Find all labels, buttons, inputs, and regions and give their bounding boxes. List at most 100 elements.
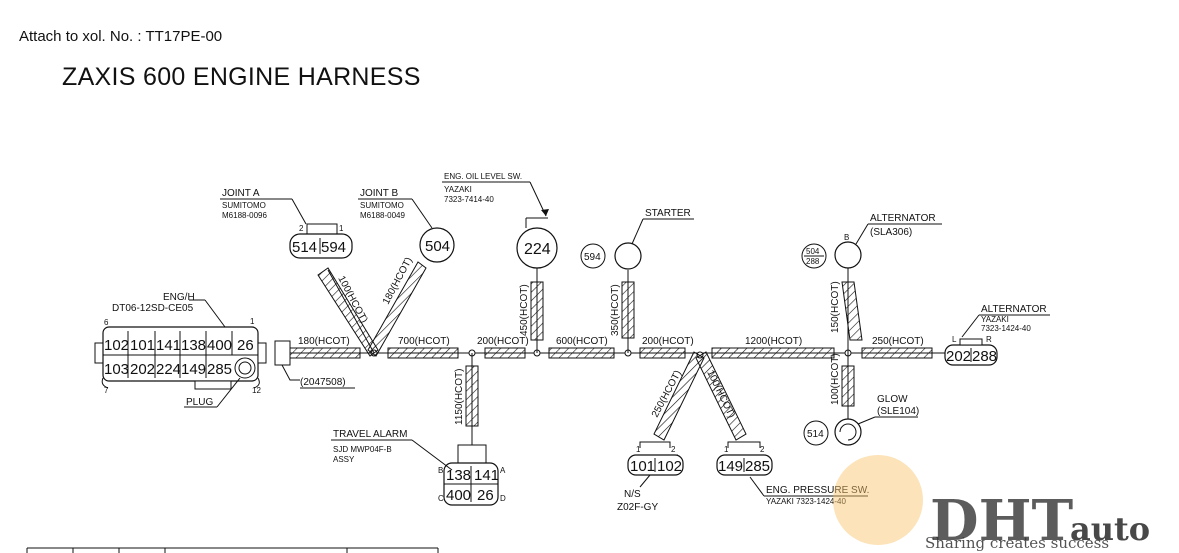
oil-level-part: 7323-7414-40 — [444, 195, 494, 204]
ns-pin2-mark: 2 — [671, 445, 676, 454]
main-pin-400: 400 — [207, 337, 232, 354]
glow-terminal — [834, 418, 862, 446]
bundle-350 — [621, 281, 635, 339]
alternator-lr-l-mark: L — [952, 335, 957, 344]
seg-label-700: 700(HCOT) — [398, 336, 450, 347]
bundle-450 — [530, 281, 544, 341]
grommet — [274, 340, 291, 366]
alternator-lr-part: 7323-1424-40 — [981, 324, 1031, 333]
ns-pin-101: 101 — [630, 458, 655, 475]
junction-dots — [370, 349, 852, 359]
main-pin-224: 224 — [156, 361, 181, 378]
joint-a-pin-594: 594 — [321, 239, 346, 256]
alternator-lr-r-mark: R — [986, 335, 992, 344]
joint-a-label: JOINT A — [222, 188, 260, 199]
ns-pin-102: 102 — [657, 458, 682, 475]
travel-alarm-pin-138: 138 — [446, 467, 471, 484]
oil-level-maker: YAZAKI — [444, 185, 472, 194]
alternator-b-sub: (SLA306) — [870, 227, 912, 238]
bundle-100-glow — [841, 365, 855, 407]
alternator-lr-pin-288: 288 — [972, 348, 997, 365]
eng-pressure-part: YAZAKI 7323-1424-40 — [766, 497, 846, 506]
alternator-lr-connector — [944, 338, 998, 366]
plug-label: PLUG — [186, 397, 213, 408]
seg-label-100-glow: 100(HCOT) — [830, 353, 841, 405]
seg-label-200a: 200(HCOT) — [477, 336, 529, 347]
bundle-250 — [861, 347, 933, 359]
watermark-logo: DHT auto Sharing creates success — [833, 455, 1150, 553]
eng-pressure-pin2-mark: 2 — [760, 445, 765, 454]
main-pin-149: 149 — [181, 361, 206, 378]
joint-b-pin-504: 504 — [425, 238, 450, 255]
seg-label-250: 250(HCOT) — [872, 336, 924, 347]
main-pin-12-mark: 12 — [252, 386, 261, 395]
main-pin-202: 202 — [130, 361, 155, 378]
watermark-auto: auto — [1070, 510, 1150, 548]
joint-a-pin1-mark: 1 — [339, 224, 344, 233]
eng-pressure-label: ENG. PRESSURE SW. — [766, 485, 869, 496]
main-pin-141: 141 — [156, 337, 181, 354]
ns-pin1-mark: 1 — [636, 445, 641, 454]
oil-level-label: ENG. OIL LEVEL SW. — [444, 172, 522, 181]
travel-alarm-d-mark: D — [500, 494, 506, 503]
starter-pin-594: 594 — [584, 252, 601, 263]
main-connector — [94, 326, 267, 390]
joint-a-part: M6188-0096 — [222, 211, 267, 220]
bundle-100-ep — [695, 351, 747, 441]
alternator-b-pin-504: 504 — [806, 247, 820, 256]
main-pin-101: 101 — [130, 337, 155, 354]
watermark-tagline: Sharing creates success — [925, 534, 1109, 552]
oil-level-pin-224: 224 — [524, 241, 551, 258]
ns-label: N/S — [624, 489, 641, 500]
watermark-dht: DHT — [930, 488, 1073, 553]
main-connector-label: ENG/H — [163, 292, 195, 303]
alternator-lr-maker: YAZAKI — [981, 315, 1009, 324]
glow-wire-tag — [803, 420, 829, 446]
seg-label-350: 350(HCOT) — [610, 284, 621, 336]
joint-b-label: JOINT B — [360, 188, 398, 199]
bundle-1150 — [465, 365, 479, 427]
travel-alarm-pin-400: 400 — [446, 487, 471, 504]
main-pin-26: 26 — [237, 337, 254, 354]
title-block-fragment — [26, 547, 439, 553]
joint-b-part: M6188-0049 — [360, 211, 405, 220]
travel-alarm-assy: ASSY — [333, 455, 355, 464]
alternator-b-terminal — [834, 241, 862, 269]
grommet-part: (2047508) — [300, 377, 346, 388]
travel-alarm-a-mark: A — [500, 466, 506, 475]
attach-reference: Attach to xol. No. : TT17PE-00 — [19, 28, 223, 45]
glow-label: GLOW — [877, 394, 908, 405]
bundle-joint-b — [367, 261, 427, 357]
ns-part: Z02F-GY — [617, 502, 658, 513]
main-pin-285: 285 — [207, 361, 232, 378]
seg-label-180: 180(HCOT) — [298, 336, 350, 347]
bundle-200b — [639, 347, 686, 359]
bundle-150 — [841, 281, 863, 341]
alternator-lr-label: ALTERNATOR — [981, 304, 1047, 315]
alternator-b-terminal-mark: B — [844, 233, 849, 242]
bundle-600 — [548, 347, 615, 359]
seg-label-450: 450(HCOT) — [519, 284, 530, 336]
main-pin-7-mark: 7 — [104, 386, 109, 395]
travel-alarm-b-mark: B — [438, 466, 443, 475]
seg-label-1150: 1150(HCOT) — [454, 369, 465, 426]
main-pin-6-mark: 6 — [104, 318, 109, 327]
bundle-700 — [387, 347, 459, 359]
seg-label-600: 600(HCOT) — [556, 336, 608, 347]
joint-a-pin2-mark: 2 — [299, 224, 304, 233]
joint-b-maker: SUMITOMO — [360, 201, 404, 210]
main-pin-138: 138 — [181, 337, 206, 354]
travel-alarm-connector — [443, 444, 499, 506]
page-title: ZAXIS 600 ENGINE HARNESS — [62, 63, 421, 91]
glow-sub: (SLE104) — [877, 406, 919, 417]
bundle-1200 — [711, 347, 835, 359]
starter-wire-tag — [580, 243, 606, 269]
travel-alarm-part: SJD MWP04F-B — [333, 445, 392, 454]
joint-a-maker: SUMITOMO — [222, 201, 266, 210]
main-connector-part: DT06-12SD-CE05 — [112, 303, 194, 314]
starter-terminal — [614, 242, 642, 270]
joint-a-connector — [289, 223, 353, 259]
main-pin-102: 102 — [104, 337, 129, 354]
